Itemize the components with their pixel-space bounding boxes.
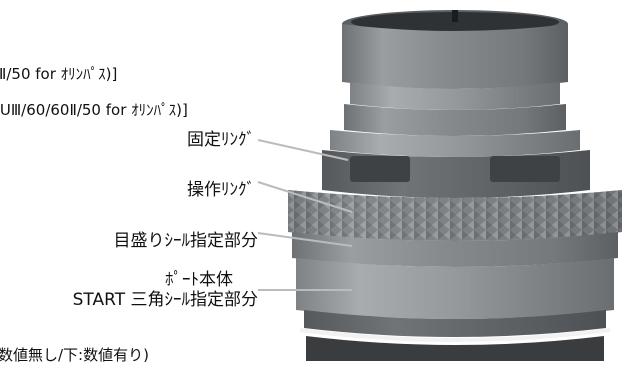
control-ring-label: 操作ﾘﾝｸﾞ [187, 180, 255, 200]
partial-text-line-2: )UⅢ/60/60Ⅱ/50 for ｵﾘﾝﾊﾟｽ)] [0, 101, 188, 119]
scale-seal-label: 目盛りｼｰﾙ指定部分 [113, 231, 259, 251]
partial-text-bottom: 数値無し/下:数値有り) [0, 346, 149, 364]
start-seal-label: START 三角ｼｰﾙ指定部分 [72, 290, 258, 310]
leader-lines [257, 139, 353, 291]
port-body-label: ﾎﾟｰﾄ本体 [165, 270, 233, 290]
partial-text-line-1: Ⅲ/50 for ｵﾘﾝﾊﾟｽ)] [0, 65, 118, 83]
lock-ring-label: 固定ﾘﾝｸﾞ [187, 130, 255, 150]
